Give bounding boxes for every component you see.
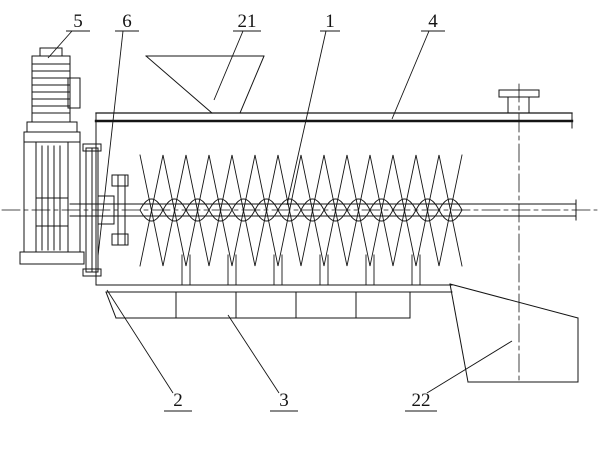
- callout-coupling-label: 6: [122, 11, 132, 32]
- leader-3: [227, 314, 280, 394]
- callout-motor-label: 5: [73, 11, 83, 32]
- callout-casing-label: 4: [428, 11, 438, 32]
- feed-hopper: [145, 55, 265, 114]
- gear-reducer: [19, 131, 85, 265]
- discharge-chute: [449, 283, 579, 383]
- drive-coupling: [82, 143, 129, 277]
- callout-chute-label: 22: [412, 390, 431, 411]
- trough-bottom: [105, 291, 453, 319]
- motor: [26, 47, 81, 133]
- leader-1: [286, 30, 327, 206]
- leader-22: [426, 340, 513, 394]
- screw-shaft: [69, 199, 577, 221]
- casing: [94, 112, 574, 286]
- vent-pipe: [498, 89, 540, 114]
- callout-trough-label: 3: [279, 390, 289, 411]
- leader-21: [213, 30, 244, 101]
- callout-drain-label: 2: [173, 390, 183, 411]
- shaft-centerline: [1, 83, 598, 385]
- leader-5: [47, 30, 73, 59]
- callouts: 5 6 21 1 4 2 3 22: [47, 11, 513, 412]
- leader-2: [106, 289, 174, 394]
- leader-4: [391, 30, 430, 120]
- leader-6: [97, 30, 124, 257]
- callout-hopper-label: 21: [238, 11, 257, 32]
- callout-screw-label: 1: [325, 11, 335, 32]
- screw-flights: [139, 154, 463, 285]
